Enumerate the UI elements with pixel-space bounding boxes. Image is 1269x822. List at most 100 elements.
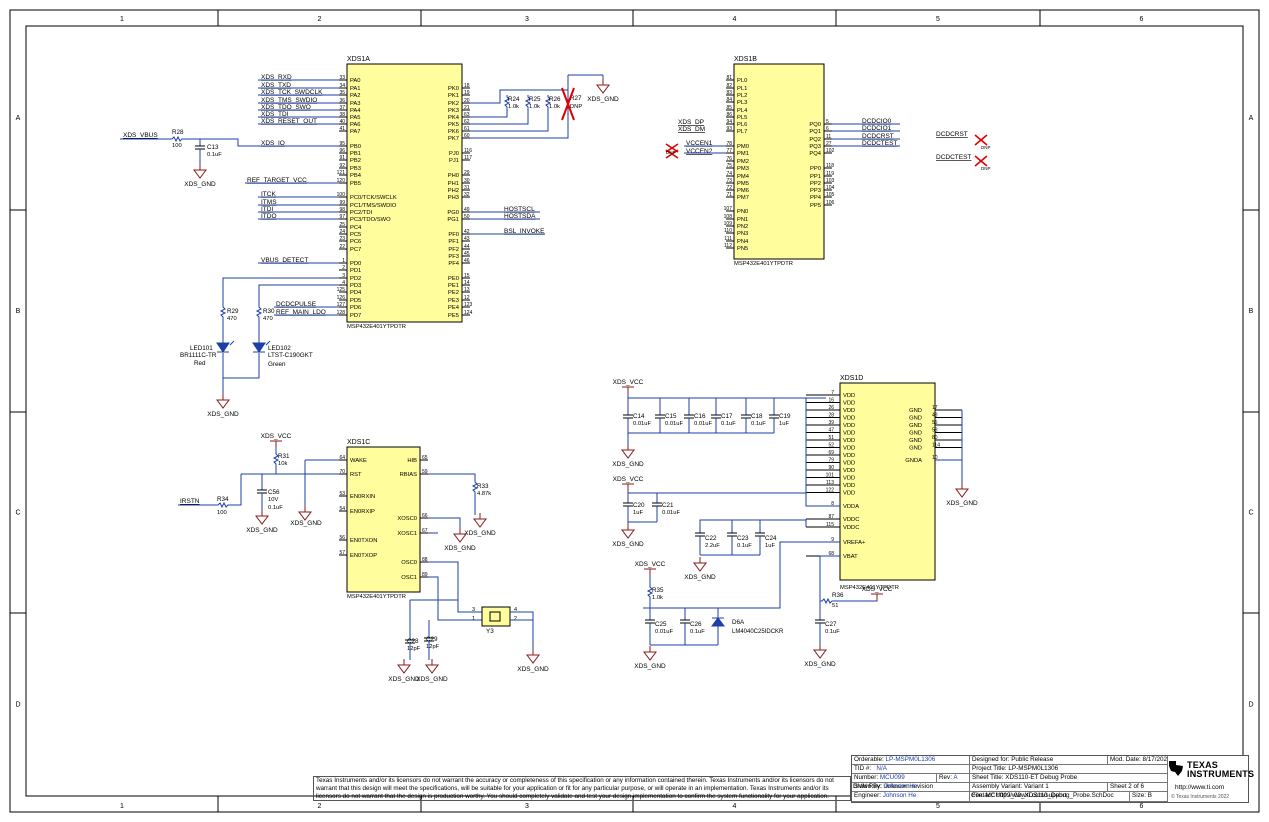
pin-number: 48: [932, 413, 938, 419]
pin-name: PD5: [350, 298, 361, 304]
number-label: Number:: [854, 774, 879, 781]
pin-name: EN0RXIN: [350, 494, 375, 500]
engineer-label: Engineer:: [854, 792, 881, 799]
net-label: XDS_DM: [678, 126, 705, 133]
power-net-label: XDS_VCC: [613, 379, 644, 386]
pin-name: GND: [909, 446, 922, 452]
pin-name: PK0: [448, 86, 459, 92]
pin-name: VDD: [843, 446, 855, 452]
component-value: Red: [194, 360, 206, 367]
pin-name: PE3: [448, 298, 459, 304]
pin-name: RST: [350, 472, 362, 478]
pin-name: PC4: [350, 225, 362, 231]
pin-number: 75: [726, 163, 732, 169]
wire: [699, 519, 807, 533]
border-col-label: 3: [525, 16, 529, 23]
pin-number: 42: [464, 229, 470, 235]
pin-number: 119: [826, 171, 834, 177]
pin-name: WAKE: [350, 458, 367, 464]
pin-name: PM4: [737, 174, 750, 180]
ref-designator: R35: [652, 587, 664, 594]
border-col-label: 2: [318, 803, 322, 810]
pin-number: 45: [464, 251, 470, 257]
wire: [470, 75, 569, 139]
pin-number: 96: [339, 148, 345, 154]
pin-number: 109: [724, 221, 733, 227]
pin-name: PE1: [448, 283, 459, 289]
net-label: REF_MAIN_LDO: [276, 309, 326, 316]
pin-name: PL0: [737, 78, 747, 84]
ref-designator: C19: [779, 413, 791, 420]
net-label: XDS_RESET_OUT: [261, 118, 317, 125]
pin-number: 104: [826, 185, 835, 191]
pin-number: 26: [828, 405, 834, 411]
pin-number: 88: [422, 557, 428, 563]
pin-name: PF0: [448, 232, 459, 238]
pin-name: PM3: [737, 166, 749, 172]
net-label: VCCEN2: [686, 148, 713, 155]
pin-name: PK1: [448, 93, 459, 99]
ref-designator: C22: [705, 535, 717, 542]
pin-name: PA1: [350, 86, 361, 92]
component-value: 51: [832, 603, 838, 609]
pin-number: 50: [464, 214, 470, 220]
ground-symbol: [453, 533, 467, 543]
pin-number: 10: [932, 455, 938, 461]
pin-name: PD4: [350, 290, 362, 296]
pin-name: XOSC1: [397, 531, 417, 537]
net-label: XDS_TMS_SWDIO: [261, 97, 317, 104]
border-row-label: C: [15, 510, 20, 517]
pin-number: 12: [464, 295, 470, 301]
pin-name: PP1: [810, 174, 821, 180]
pin-number: 118: [826, 163, 834, 169]
gnd-net-label: XDS_GND: [444, 545, 476, 552]
engineer-cell: Engineer: Johnson He: [852, 792, 970, 802]
pin-name: PL6: [737, 122, 747, 128]
border-row-label: D: [1248, 702, 1253, 709]
net-label: DCDCTEST: [862, 140, 897, 147]
pin-number: 123: [464, 302, 473, 308]
wire: [428, 576, 482, 621]
pin-name: PL7: [737, 129, 747, 135]
border-col-label: 5: [936, 16, 940, 23]
rev-value: A: [953, 774, 958, 781]
pin-number: 86: [726, 112, 732, 118]
pin-name: PA3: [350, 101, 361, 107]
number-value: MCU099: [879, 774, 905, 781]
pin-name: PJ1: [449, 158, 459, 164]
pin-number: 3: [472, 607, 475, 613]
pin-name: OSC0: [401, 560, 417, 566]
ti-url[interactable]: http://www.ti.com: [1175, 784, 1225, 791]
drawn-value: Johnson He: [883, 783, 918, 790]
pin-number: 28: [828, 413, 834, 419]
xds1a-body: [346, 63, 463, 323]
pin-number: 59: [422, 469, 428, 475]
pin-number: 27: [826, 141, 832, 147]
dnp-cross-mark: [974, 134, 988, 167]
ref-designator: C17: [721, 413, 733, 420]
resistor-symbol: [219, 305, 227, 323]
wire: [627, 393, 826, 399]
pin-name: XOSC0: [397, 516, 417, 522]
pin-number: 78: [726, 141, 732, 147]
pin-number: 47: [828, 428, 834, 434]
file-cell: File: MCU099_02_XDS110_Debug_Probe.SchDo…: [970, 792, 1130, 802]
ground-symbol: [526, 654, 540, 664]
pin-name: PN2: [737, 224, 748, 230]
power-net-label: XDS_VCC: [261, 433, 292, 440]
pin-number: 53: [339, 491, 345, 497]
ground-symbol: [193, 169, 207, 179]
ref-designator: C23: [737, 535, 749, 542]
ref-designator: R34: [217, 496, 229, 503]
pin-name: PG0: [447, 210, 459, 216]
ti-logo-line1: TEXAS: [1187, 760, 1219, 770]
ref-designator: LED102: [268, 345, 291, 352]
ref-designator: R33: [477, 483, 489, 490]
pin-number: 14: [464, 280, 470, 286]
contact-cell: Contact: http://www.ti.com/support: [971, 792, 1067, 799]
border-row-label: B: [16, 308, 21, 315]
svn-cell: SVN Rev: Unknown revision: [852, 783, 970, 792]
pin-number: 62: [464, 119, 470, 125]
xds1c-ref: XDS1C: [347, 439, 370, 446]
